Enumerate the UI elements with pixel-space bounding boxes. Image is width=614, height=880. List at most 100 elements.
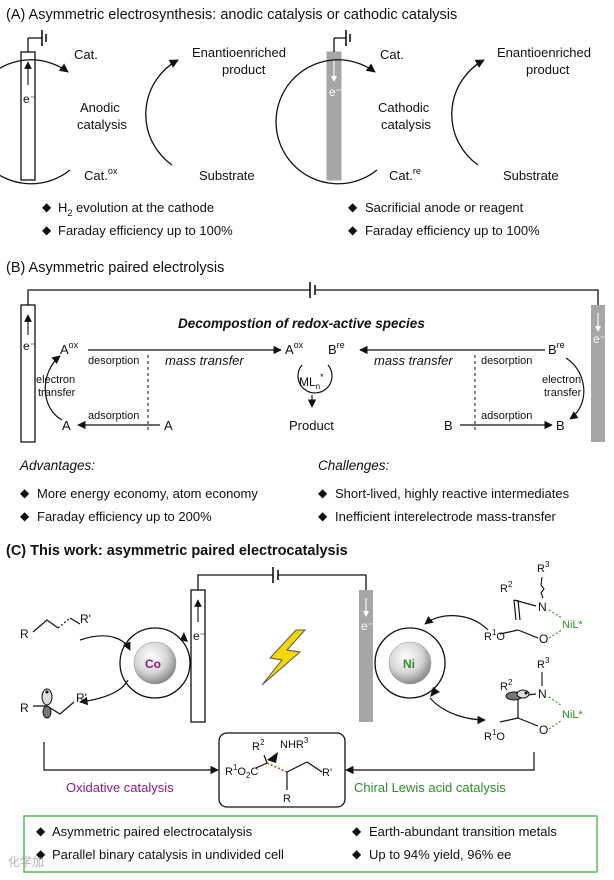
cat-label-r: Cat. [380, 47, 404, 62]
desorption-left: desorption [88, 355, 139, 367]
A-right: A [164, 418, 173, 433]
svg-text:◆: ◆ [42, 200, 52, 214]
advantages-title: Advantages: [19, 458, 95, 473]
anodic-bullet-2: Faraday efficiency up to 100% [58, 223, 233, 238]
svg-text:◆: ◆ [36, 847, 46, 861]
anode-c-e: e⁻ [193, 629, 206, 643]
summary-left-2: Parallel binary catalysis in undivided c… [52, 847, 284, 862]
enantio-product-2: product [222, 62, 266, 77]
cat-label: Cat. [74, 47, 98, 62]
left-e-b: e⁻ [23, 339, 36, 353]
svg-text:◆: ◆ [42, 223, 52, 237]
desorption-right: desorption [481, 355, 532, 367]
cathodic-cycle-right-arc [451, 59, 485, 166]
et-left-2: transfer [38, 387, 76, 399]
substrate-label-r: Substrate [503, 168, 559, 183]
radical-R: R [20, 701, 29, 715]
svg-text:◆: ◆ [318, 486, 328, 500]
adsorption-right: adsorption [481, 410, 532, 422]
center-B-re: Bre [328, 340, 345, 357]
A-left: A [62, 418, 71, 433]
enantio-product-1: Enantioenriched [192, 45, 286, 60]
bot-R1O: R1O [484, 728, 505, 743]
paired-electrocatalysis-panel: e⁻ e⁻ Co R R' R R' Ni R3 [20, 560, 584, 808]
top-R2: R2 [500, 580, 513, 595]
svg-text:◆: ◆ [20, 509, 30, 523]
adsorption-left: adsorption [88, 410, 139, 422]
et-right-1: electron [542, 374, 581, 386]
chiral-lewis-acid-label: Chiral Lewis acid catalysis [354, 780, 506, 795]
cathodic-label-2: catalysis [381, 117, 431, 132]
cathodic-bullet-1: Sacrificial anode or reagent [365, 200, 524, 215]
enantio-product-1-r: Enantioenriched [497, 45, 591, 60]
mass-transfer-right: mass transfer [374, 353, 453, 368]
ni-sphere [388, 641, 432, 685]
anodic-cycle-left-arc [0, 59, 71, 185]
anodic-panel: e⁻ Cat. Anodic catalysis Cat.ox Enantioe… [0, 30, 286, 238]
top-R1O: R1O [484, 628, 505, 643]
co-cycle [119, 627, 191, 699]
cat-re-label: Cat.re [389, 166, 421, 183]
anode-e-label: e⁻ [23, 92, 36, 106]
oxidative-catalysis-label: Oxidative catalysis [66, 780, 174, 795]
anodic-cycle-right-arc [145, 59, 179, 166]
left-electrode-b [20, 304, 36, 443]
product-label-b: Product [289, 418, 334, 433]
center-A-ox: Aox [285, 340, 304, 357]
cathodic-label-1: Cathodic [378, 100, 430, 115]
paired-electrolysis-panel: e⁻ e⁻ Decompostion of redox-active speci… [20, 282, 606, 443]
prod-R: R [283, 793, 291, 805]
svg-text:◆: ◆ [352, 824, 362, 838]
B-left: B [444, 418, 453, 433]
challenge-1: Short-lived, highly reactive intermediat… [335, 486, 570, 501]
svg-text:◆: ◆ [348, 200, 358, 214]
top-R3: R3 [537, 560, 550, 575]
advantage-2: Faraday efficiency up to 200% [37, 509, 212, 524]
enantio-product-2-r: product [526, 62, 570, 77]
decomposition-heading: Decompostion of redox-active species [178, 316, 425, 331]
prod-R-prime: R' [322, 767, 332, 779]
cathodic-panel: e⁻ Cat. Cathodic catalysis Cat.re Enanti… [275, 30, 591, 238]
svg-text:◆: ◆ [20, 486, 30, 500]
svg-text:◆: ◆ [318, 509, 328, 523]
A-ox-left: Aox [60, 340, 79, 357]
ni-label: Ni [403, 657, 415, 671]
bot-R2: R2 [500, 678, 513, 693]
advantage-1: More energy economy, atom economy [37, 486, 258, 501]
bot-R3: R3 [537, 656, 550, 671]
alkene-R-prime: R' [80, 612, 91, 626]
summary-left-1: Asymmetric paired electrocatalysis [52, 824, 253, 839]
bot-O: O [539, 723, 548, 737]
prod-NHR3: NHR3 [280, 736, 309, 751]
cat-ox-label: Cat.ox [84, 166, 118, 183]
B-re-right: Bre [548, 340, 565, 357]
cathodic-bullet-2: Faraday efficiency up to 100% [365, 223, 540, 238]
prod-R2: R2 [252, 738, 265, 753]
ml-label: MLn* [299, 372, 324, 391]
section-c-title: (C) This work: asymmetric paired electro… [6, 543, 348, 559]
anodic-bullet-1: H2 evolution at the cathode [58, 200, 214, 218]
radical-R-prime: R' [76, 691, 87, 705]
summary-right-2: Up to 94% yield, 96% ee [369, 847, 511, 862]
section-a-title: (A) Asymmetric electrosynthesis: anodic … [6, 7, 457, 23]
top-O: O [539, 632, 548, 646]
challenge-2: Inefficient interelectrode mass-transfer [335, 509, 557, 524]
prod-R1O2C: R1O2C [225, 763, 258, 780]
mass-transfer-left: mass transfer [165, 353, 244, 368]
section-b-title: (B) Asymmetric paired electrolysis [6, 260, 224, 276]
top-N: N [538, 600, 547, 614]
ml-cycle [297, 364, 333, 394]
right-e-b: e⁻ [593, 332, 606, 346]
co-sphere [133, 641, 177, 685]
summary-right-1: Earth-abundant transition metals [369, 824, 557, 839]
bot-NiL: NiL* [562, 709, 584, 721]
alkene-R: R [20, 627, 29, 641]
co-label: Co [145, 657, 161, 671]
et-left-1: electron [36, 374, 75, 386]
svg-text:◆: ◆ [36, 824, 46, 838]
svg-text:◆: ◆ [352, 847, 362, 861]
et-right-2: transfer [544, 387, 582, 399]
bot-N: N [538, 687, 547, 701]
substrate-label: Substrate [199, 168, 255, 183]
